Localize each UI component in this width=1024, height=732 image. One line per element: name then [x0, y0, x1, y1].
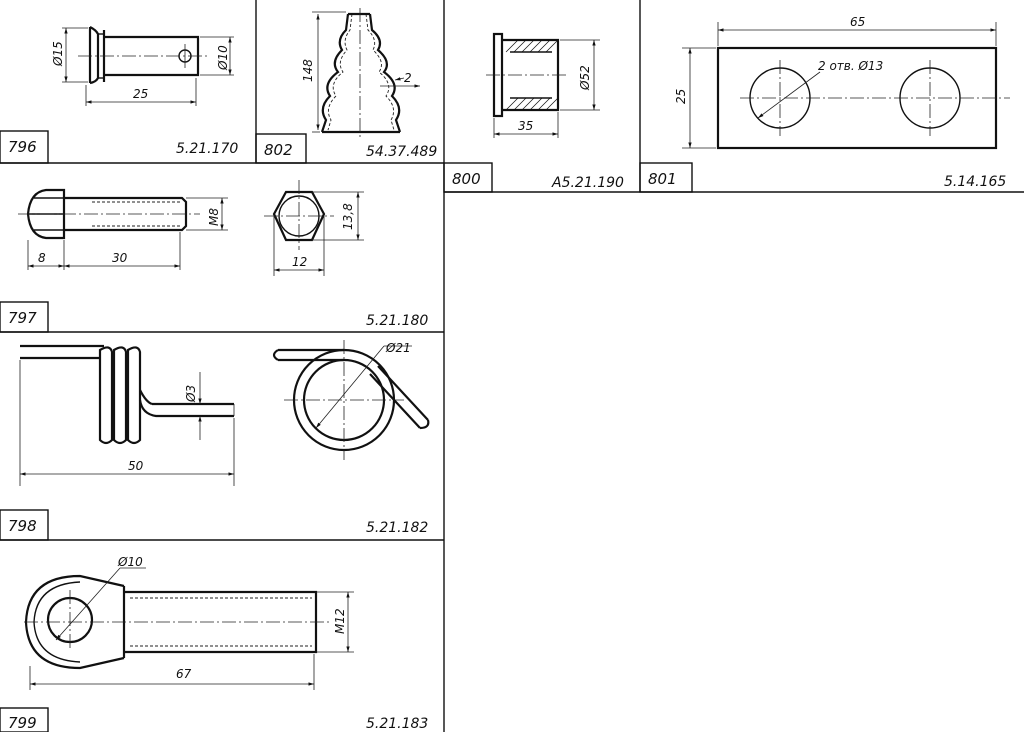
part-799-dim-thread: M12 — [333, 608, 347, 634]
part-796-dim-head-dia: Ø15 — [51, 41, 65, 67]
part-797-number: 797 — [8, 309, 37, 327]
part-802-drawing — [312, 8, 420, 140]
part-797-dim-head: 8 — [38, 251, 46, 265]
part-798-code: 5.21.182 — [366, 520, 428, 536]
part-798-dim-length: 50 — [128, 459, 144, 473]
part-801-number: 801 — [648, 170, 677, 188]
part-799-code: 5.21.183 — [366, 716, 428, 732]
part-802-dim-wall: 2 — [404, 71, 412, 85]
part-797-dim-hex-across: 12 — [292, 255, 307, 269]
part-797-code: 5.21.180 — [366, 313, 428, 329]
part-798-dim-wire: Ø3 — [184, 385, 198, 403]
part-802-code: 54.37.489 — [366, 144, 437, 160]
part-799-dim-eye-hole: Ø10 — [117, 555, 143, 569]
part-797-drawing — [18, 180, 364, 276]
part-799-dim-length: 67 — [176, 667, 192, 681]
part-796-dim-length: 25 — [133, 87, 148, 101]
part-797-dim-length: 30 — [112, 251, 128, 265]
part-798-number: 798 — [8, 517, 37, 535]
part-800-dim-length: 35 — [518, 119, 533, 133]
part-796-dim-pin-dia: Ø10 — [216, 45, 230, 71]
part-797-dim-hex-height: 13,8 — [341, 203, 355, 230]
part-799-number: 799 — [8, 714, 37, 732]
part-800-drawing — [486, 32, 600, 138]
part-801-dim-width: 25 — [674, 89, 688, 104]
part-801-code: 5.14.165 — [944, 174, 1006, 190]
part-801-dim-length: 65 — [850, 15, 865, 29]
part-800-number: 800 — [452, 170, 481, 188]
part-801-drawing — [682, 22, 1010, 150]
part-796-code: 5.21.170 — [176, 141, 238, 157]
part-798-dim-coil: Ø21 — [385, 341, 411, 355]
part-798-drawing — [19, 340, 430, 486]
part-797-dim-thread: M8 — [207, 208, 221, 226]
part-796-drawing — [62, 26, 234, 106]
part-800-dim-dia: Ø52 — [578, 65, 592, 91]
part-796-number: 796 — [8, 138, 37, 156]
part-802-number: 802 — [264, 141, 293, 159]
part-801-dim-holes: 2 отв. Ø13 — [818, 59, 883, 73]
part-800-code: А5.21.190 — [551, 175, 624, 191]
part-802-dim-height: 148 — [301, 59, 315, 82]
part-799-drawing — [24, 567, 354, 690]
